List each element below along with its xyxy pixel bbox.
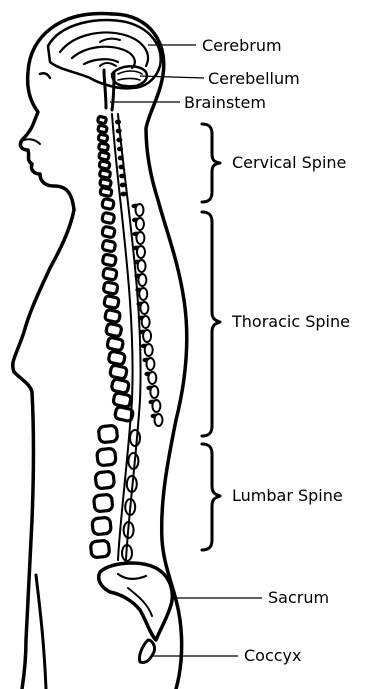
vertebra	[106, 323, 123, 337]
vertebra	[104, 295, 120, 308]
facet	[136, 204, 144, 216]
facet	[140, 302, 148, 314]
facet	[138, 274, 146, 286]
facet	[143, 330, 151, 342]
vertebra	[97, 116, 106, 124]
vertebra	[110, 365, 128, 379]
vertebra	[93, 494, 113, 512]
facet	[136, 232, 144, 244]
vertebra	[105, 309, 121, 322]
vertebra	[111, 379, 129, 394]
facet	[142, 316, 150, 328]
cerebellum-label: Cerebellum	[208, 69, 300, 88]
facet	[139, 288, 147, 300]
thoracic-spine-label: Thoracic Spine	[231, 312, 350, 331]
facet	[155, 414, 163, 426]
vertebra	[103, 282, 118, 295]
facet	[152, 400, 160, 412]
cervical-spine-label: Cervical Spine	[232, 153, 346, 172]
facet	[148, 372, 156, 384]
facet	[150, 386, 158, 398]
vertebra	[113, 393, 132, 408]
labels: Cerebrum Cerebellum Brainstem Cervical S…	[184, 36, 350, 665]
vertebra	[90, 540, 110, 558]
vertebra	[95, 471, 115, 489]
vertebra	[102, 254, 116, 266]
facet	[137, 246, 145, 258]
vertebra	[99, 170, 110, 179]
vertebra	[102, 212, 115, 223]
braces	[202, 124, 220, 550]
vertebra	[99, 161, 110, 170]
facet	[136, 218, 144, 230]
vertebra	[98, 125, 107, 133]
vertebra	[102, 198, 115, 209]
sacrum-shape	[99, 563, 173, 640]
vertebra	[99, 152, 110, 160]
vertebra	[102, 226, 115, 238]
facet	[145, 344, 153, 356]
coccyx-label: Coccyx	[244, 646, 302, 665]
cerebellum-leader	[140, 76, 204, 78]
brain	[48, 20, 161, 110]
lumbar-spine-label: Lumbar Spine	[232, 486, 343, 505]
vertebra	[100, 187, 112, 196]
spinal-cord-edge	[118, 114, 141, 560]
cervical-brace	[202, 124, 220, 202]
vertebra	[108, 351, 125, 365]
vertebra	[102, 268, 117, 280]
vertebra	[100, 179, 112, 188]
brainstem-label: Brainstem	[184, 93, 266, 112]
facet	[138, 260, 146, 272]
thoracic-brace	[202, 212, 220, 436]
coccyx-shape	[139, 640, 154, 663]
cerebrum-label: Cerebrum	[202, 36, 282, 55]
body-outline	[13, 14, 187, 689]
vertebra	[107, 337, 124, 351]
facet	[130, 430, 140, 446]
spinous-process	[121, 192, 127, 197]
facet	[146, 358, 154, 370]
vertebra	[97, 448, 117, 466]
vertebra	[98, 143, 108, 151]
vertebra	[98, 425, 118, 443]
vertebra	[102, 240, 116, 252]
vertebra	[98, 134, 108, 142]
sacrum-label: Sacrum	[268, 588, 329, 607]
vertebra	[92, 517, 112, 535]
lumbar-brace	[202, 444, 220, 550]
